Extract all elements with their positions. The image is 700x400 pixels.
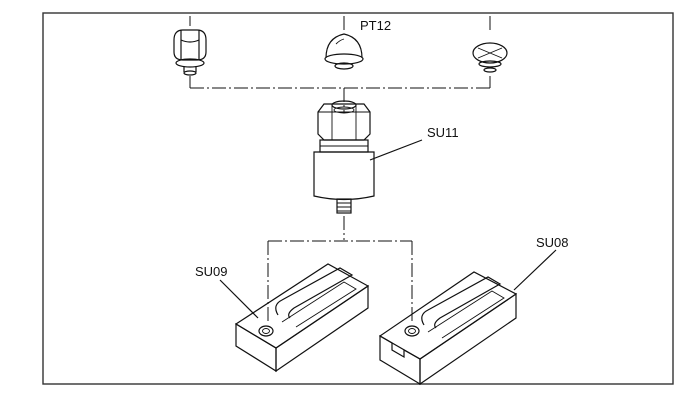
pt12-dome-tip: [324, 16, 364, 70]
tip-alignment-line: [189, 76, 491, 112]
su11-leader: [369, 139, 423, 161]
su11-holder: [313, 100, 375, 240]
su09-leader: [219, 279, 259, 319]
slotted-tip: [173, 16, 207, 76]
label-su08: SU08: [536, 235, 569, 250]
base-alignment-line: [267, 240, 413, 322]
label-su11: SU11: [427, 125, 459, 140]
su09-block: [234, 263, 370, 373]
cross-tip: [472, 16, 508, 73]
label-su09: SU09: [195, 264, 228, 279]
su08-leader: [513, 249, 557, 291]
su08-block: [378, 271, 518, 386]
label-pt12: PT12: [360, 18, 391, 33]
